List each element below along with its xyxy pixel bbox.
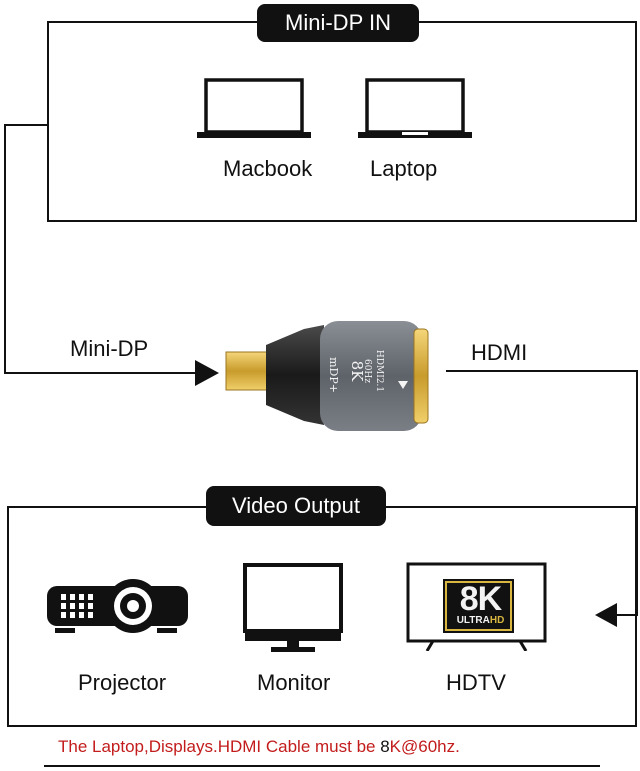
bottom-panel-title: Video Output	[206, 486, 386, 526]
tv-badge-8k: 8K	[459, 580, 502, 618]
tv-badge-ultrahd: ULTRAHD	[449, 615, 512, 626]
caption-underline	[44, 765, 600, 767]
caption-text-red2: K@60hz.	[389, 737, 460, 756]
device-label-hdtv: HDTV	[446, 670, 506, 695]
device-label-macbook: Macbook	[223, 156, 313, 181]
device-label-monitor: Monitor	[257, 670, 331, 695]
hdmi-label: HDMI	[471, 340, 528, 365]
caption-text-red: The Laptop,Displays.HDMI Cable must be	[58, 737, 381, 756]
laptop-icon	[358, 78, 472, 138]
monitor-icon	[243, 563, 343, 652]
tv-icon	[406, 562, 547, 651]
adapter-text-mdp: mDP+	[327, 357, 340, 393]
tv-badge-hd: HD	[489, 615, 505, 626]
tv-badge-ultra: ULTRA	[456, 615, 490, 626]
laptop-icon	[197, 78, 311, 138]
device-label-laptop: Laptop	[370, 156, 438, 181]
mini-dp-label: Mini-DP	[70, 336, 149, 361]
adapter-image: mDP+ 8K 60Hz HDMI2.1	[225, 321, 429, 431]
adapter-text-8k: 8K	[348, 361, 366, 383]
projector-icon	[47, 579, 188, 633]
caption-text-dark: 8	[380, 737, 390, 756]
device-label-projector: Projector	[78, 670, 167, 695]
adapter-text-60hz: 60Hz	[362, 359, 372, 383]
caption: The Laptop,Displays.HDMI Cable must be 8…	[58, 737, 460, 757]
top-panel-title: Mini-DP IN	[257, 4, 419, 42]
adapter-text-hdmi: HDMI2.1	[374, 350, 384, 392]
